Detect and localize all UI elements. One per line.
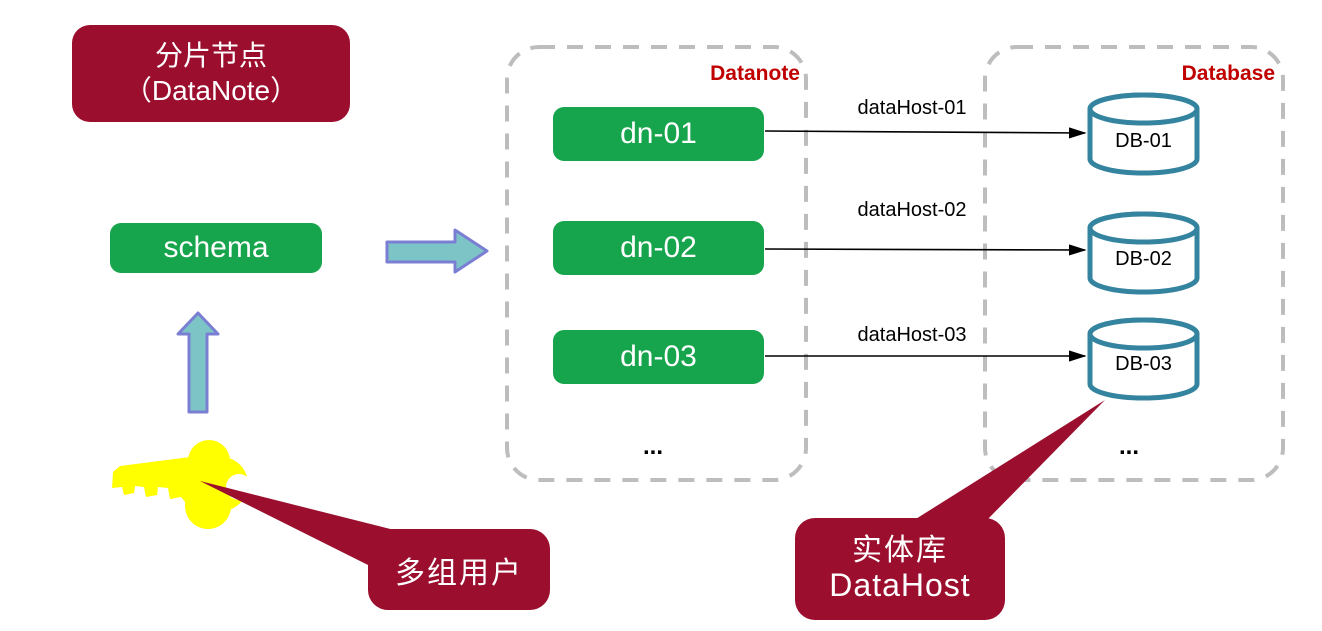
database-group-label: Database [1181,62,1275,85]
schema-label: schema [163,231,269,264]
key-icon [112,440,252,529]
connector-arrow-1 [764,127,1087,139]
callout-tail-datahost [911,400,1105,522]
dn-node-box: dn-02 [553,221,764,275]
datahost-callout-line-cn: 实体库 [852,534,948,568]
dn-node-box: dn-01 [553,107,764,161]
database-group-border [983,45,1285,482]
title-line-cn: 分片节点 [154,40,267,72]
database-cylinder-icon [1087,92,1200,176]
database-cylinder-icon [1087,317,1200,401]
datanote-title-box: 分片节点 （DataNote） [72,25,350,122]
up-arrow-icon [176,311,220,414]
datanote-group-label: Datanote [710,62,800,85]
callout-tail-users [200,481,410,567]
schema-box: schema [110,223,322,273]
database-ellipsis: ... [1118,433,1139,460]
connector-arrow-2 [764,244,1087,256]
datanote-group-border [505,45,808,482]
database-cylinder-icon [1087,211,1200,295]
datanote-ellipsis: ... [642,433,663,460]
datahost-callout-box: 实体库 DataHost [795,518,1005,620]
users-callout-label: 多组用户 [395,556,523,590]
db-cylinder-label: DB-01 [1115,130,1172,152]
datahost-edge-label: dataHost-02 [857,199,967,221]
title-line-en: （DataNote） [123,74,299,106]
users-callout-box: 多组用户 [368,529,550,610]
dn-node-box: dn-03 [553,330,764,384]
datahost-edge-label: dataHost-01 [857,97,967,119]
datahost-callout-line-en: DataHost [829,566,971,603]
db-cylinder-label: DB-02 [1115,248,1172,270]
datahost-edge-label: dataHost-03 [857,324,967,346]
db-cylinder-label: DB-03 [1115,353,1172,375]
right-arrow-icon [385,228,489,274]
